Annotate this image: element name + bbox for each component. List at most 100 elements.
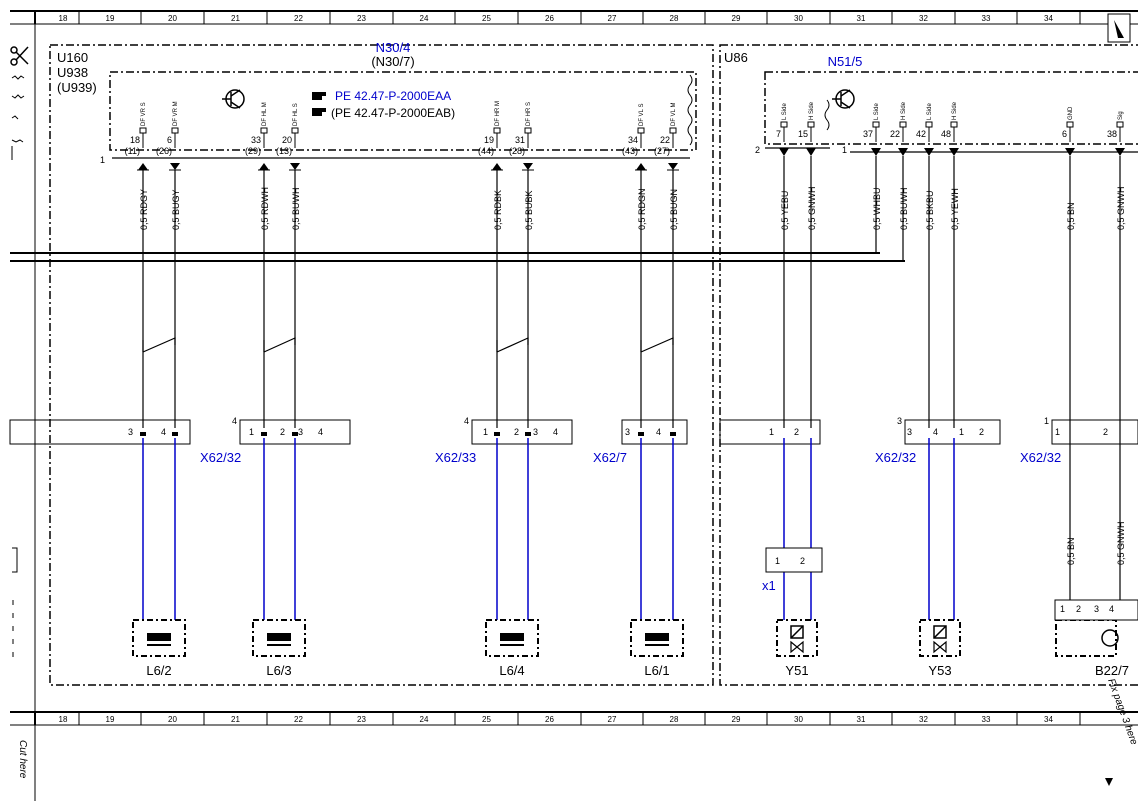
connector-block bbox=[904, 419, 1001, 445]
arrow-down-icon bbox=[871, 148, 881, 156]
left-module-title: N30/4 bbox=[376, 40, 411, 55]
connector-pin-label: 4 bbox=[656, 427, 661, 437]
pin-signal-label: H Side bbox=[901, 101, 907, 120]
wire-label: 0,5 BUWH bbox=[899, 187, 909, 230]
component-label: Y51 bbox=[785, 663, 808, 678]
grid-number: 29 bbox=[732, 14, 741, 23]
inline-connector-label: x1 bbox=[762, 578, 776, 593]
wire-label: 0,5 BN bbox=[1066, 202, 1076, 230]
grid-number: 32 bbox=[919, 715, 928, 724]
grid-number: 25 bbox=[482, 14, 491, 23]
connector-pin-label: 4 bbox=[161, 427, 166, 437]
scissors-icon bbox=[10, 46, 29, 66]
pin-number: 7 bbox=[776, 129, 781, 139]
grid-number: 34 bbox=[1044, 715, 1053, 724]
pin-signal-label: Sig bbox=[1118, 111, 1124, 120]
connector-pin-label: 1 bbox=[1055, 427, 1060, 437]
grid-number: 29 bbox=[732, 715, 741, 724]
grid-number: 27 bbox=[608, 715, 617, 724]
connector-pin-label: 3 bbox=[625, 427, 630, 437]
pin-alt-number: (43) bbox=[622, 146, 638, 156]
margin-wave-mark bbox=[11, 75, 25, 143]
connector-block bbox=[621, 419, 688, 445]
bus-pin-label: 1 bbox=[842, 145, 847, 155]
grid-number: 31 bbox=[857, 715, 866, 724]
arrow-up-icon bbox=[259, 163, 269, 170]
arrow-down-icon bbox=[170, 163, 180, 170]
pin-signal-label: DF HL M bbox=[262, 102, 268, 126]
component-y53: Y53 bbox=[919, 619, 961, 678]
wire-label: 0,5 BUGN bbox=[669, 189, 679, 230]
arrow-down-icon bbox=[523, 163, 533, 170]
margin-bracket-mark bbox=[12, 547, 18, 573]
left-control-unit-box bbox=[109, 71, 697, 151]
left-module-code-2: U938 bbox=[57, 65, 88, 80]
pin-signal-label: DF VR M bbox=[173, 101, 179, 126]
sensor-pin-label: 4 bbox=[1109, 604, 1114, 614]
reference-link-primary-text[interactable]: PE 42.47-P-2000EAA bbox=[335, 89, 451, 103]
pin-alt-number: (27) bbox=[654, 146, 670, 156]
component-l6-4: L6/4 bbox=[485, 619, 539, 678]
left-module-code-1: U160 bbox=[57, 50, 88, 65]
connector-block-number: 1 bbox=[1044, 416, 1049, 426]
wire-label: 0,5 WHBU bbox=[872, 187, 882, 230]
solenoid-valve-icon bbox=[790, 625, 804, 639]
arrow-down-icon bbox=[898, 148, 908, 156]
grid-number: 22 bbox=[294, 14, 303, 23]
wire-label: 0,5 RDWH bbox=[260, 187, 270, 230]
pin-signal-label: DF VR S bbox=[141, 102, 147, 126]
arrow-down-icon bbox=[668, 163, 678, 170]
pin-number: 31 bbox=[515, 135, 525, 145]
pin-number: 48 bbox=[941, 129, 951, 139]
component-label: B22/7 bbox=[1095, 663, 1129, 678]
wire-label: 0,5 YEWH bbox=[950, 188, 960, 230]
switch-contact bbox=[640, 337, 674, 353]
pin-number: 15 bbox=[798, 129, 808, 139]
pin-signal-label: L Side bbox=[927, 103, 933, 120]
arrow-up-icon bbox=[636, 163, 646, 170]
connector-pin-label: 1 bbox=[249, 427, 254, 437]
arrow-down-icon bbox=[924, 148, 934, 156]
grid-number: 30 bbox=[794, 14, 803, 23]
grid-number: 25 bbox=[482, 715, 491, 724]
connector-label: X62/7 bbox=[593, 450, 627, 465]
pin-number: 34 bbox=[628, 135, 638, 145]
pin-signal-label: GND bbox=[1068, 106, 1074, 120]
grid-number: 28 bbox=[670, 715, 679, 724]
wire-label: 0,5 RDBK bbox=[493, 190, 503, 230]
inline-pin-label: 1 bbox=[775, 556, 780, 566]
bus-pin-label: 1 bbox=[100, 155, 105, 165]
connector-block bbox=[719, 419, 821, 445]
pin-number: 20 bbox=[282, 135, 292, 145]
reference-link-secondary[interactable]: (PE 42.47-P-2000EAB) bbox=[312, 106, 455, 120]
sensor-pin-label: 3 bbox=[1094, 604, 1099, 614]
arrow-up-icon bbox=[138, 163, 148, 170]
pin-number: 37 bbox=[863, 129, 873, 139]
arrow-down-icon bbox=[290, 163, 300, 170]
pin-alt-number: (29) bbox=[245, 146, 261, 156]
left-module-boundary bbox=[49, 44, 714, 686]
component-label: L6/3 bbox=[266, 663, 291, 678]
grid-number: 21 bbox=[231, 14, 240, 23]
switch-contact bbox=[263, 337, 296, 353]
connector-pin-label: 4 bbox=[933, 427, 938, 437]
right-module-boundary bbox=[719, 44, 1138, 686]
grid-number: 26 bbox=[545, 14, 554, 23]
grid-number: 20 bbox=[168, 715, 177, 724]
wire-label: 0,5 BUGY bbox=[171, 189, 181, 230]
pin-alt-number: (11) bbox=[125, 146, 140, 156]
grid-number: 32 bbox=[919, 14, 928, 23]
reference-link-primary[interactable]: PE 42.47-P-2000EAA bbox=[312, 89, 451, 103]
component-b22-7: B22/7 bbox=[1055, 619, 1129, 678]
grid-number: 18 bbox=[59, 715, 68, 724]
grid-number: 22 bbox=[294, 715, 303, 724]
grid-number: 24 bbox=[420, 14, 429, 23]
connector-pin-label: 1 bbox=[483, 427, 488, 437]
grid-number: 27 bbox=[608, 14, 617, 23]
grid-number: 23 bbox=[357, 14, 366, 23]
pin-number: 22 bbox=[660, 135, 670, 145]
sensor-pin-label: 1 bbox=[1060, 604, 1065, 614]
control-unit-symbol-icon bbox=[832, 89, 855, 109]
unit-break-mark bbox=[687, 74, 693, 146]
